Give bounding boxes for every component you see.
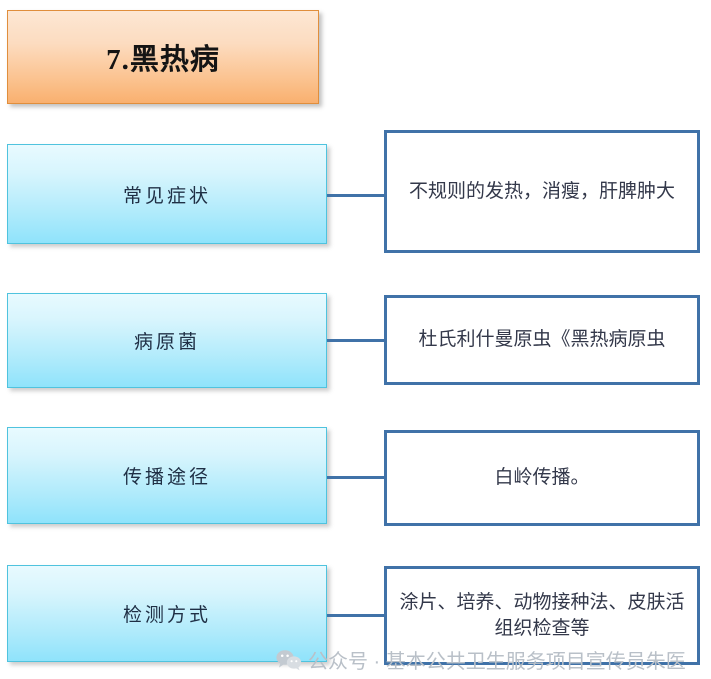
detail-text-2: 杜氏利什曼原虫《黑热病原虫: [418, 329, 666, 351]
detail-box-4: 涂片、培养、动物接种法、皮肤活 组织检查等: [384, 566, 700, 665]
category-box-1: 常见症状: [7, 144, 327, 244]
category-label-1: 常见症状: [122, 185, 211, 207]
connector-line-1: [327, 194, 385, 197]
connector-line-4: [327, 614, 385, 617]
category-label-3: 传播途径: [122, 467, 211, 488]
detail-text-1: 不规则的发热，消瘦，肝脾肿大: [408, 180, 675, 202]
category-box-3: 传播途径: [7, 427, 327, 524]
title-banner: 7.黑热病: [7, 10, 319, 104]
category-label-2: 病原菌: [133, 332, 200, 353]
page-title: 7.黑热病: [106, 44, 220, 76]
connector-line-3: [327, 476, 385, 479]
detail-box-1: 不规则的发热，消瘦，肝脾肿大: [384, 130, 700, 253]
detail-box-3: 白岭传播。: [384, 430, 700, 526]
category-box-4: 检测方式: [7, 565, 327, 662]
category-box-2: 病原菌: [7, 293, 327, 388]
connector-line-2: [327, 339, 385, 342]
detail-text-4: 涂片、培养、动物接种法、皮肤活 组织检查等: [399, 592, 685, 639]
detail-text-3: 白岭传播。: [494, 467, 590, 489]
category-label-4: 检测方式: [122, 605, 211, 626]
detail-box-2: 杜氏利什曼原虫《黑热病原虫: [384, 295, 700, 385]
